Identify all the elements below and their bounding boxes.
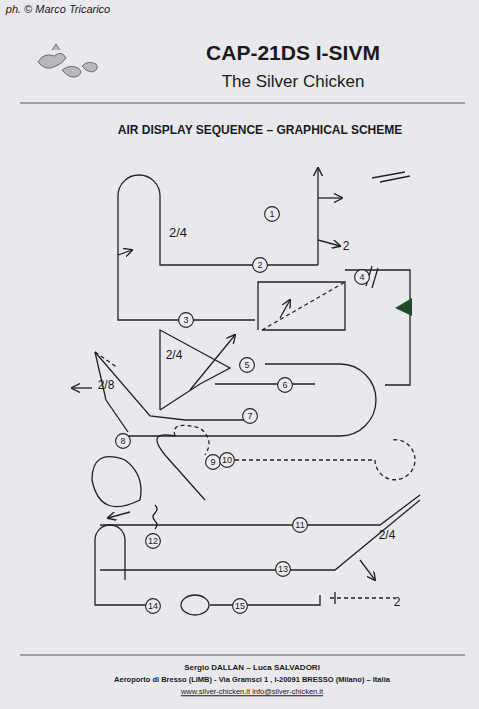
footer-rule [20, 655, 465, 656]
figure-number-text: 10 [222, 456, 232, 465]
circle-shape [253, 258, 268, 273]
figure-number: 7 [242, 408, 258, 424]
figure-number: 2 [252, 257, 268, 273]
subtitle: The Silver Chicken [222, 73, 365, 90]
figure-number-text: 7 [247, 412, 252, 421]
circle-shape [355, 270, 370, 285]
watermark: ph. © Marco Tricarico [6, 4, 110, 15]
figure-number: 12 [145, 533, 161, 549]
figure-number-text: 2 [257, 261, 262, 270]
figure-number-text: 1 [269, 210, 274, 219]
figure-number: 11 [292, 517, 308, 533]
circle-shape [206, 455, 221, 470]
chicken-illustration [38, 44, 97, 77]
circle-shape [243, 409, 258, 424]
circle-shape [240, 358, 255, 373]
figure-number: 15 [232, 598, 248, 614]
figure-number-text: 6 [282, 381, 287, 390]
figure-number-text: 12 [148, 537, 158, 546]
flight-path [72, 168, 420, 615]
header-rule [20, 103, 465, 104]
figure-number: 4 [354, 269, 370, 285]
circle-shape [278, 378, 293, 393]
figure-number: 6 [277, 377, 293, 393]
footer-address: Aeroporto di Bresso (LIMB) - Via Gramsci… [114, 676, 390, 684]
figure-number-text: 11 [295, 521, 304, 530]
figure-number-text: 14 [148, 602, 158, 611]
figure-number: 10 [219, 452, 235, 468]
wind-symbol [372, 172, 410, 182]
figure-number: 8 [115, 433, 131, 449]
figure-number: 5 [239, 357, 255, 373]
figure-number-text: 13 [278, 565, 288, 574]
figure-number: 14 [145, 598, 161, 614]
figure-note: 2/4 [166, 349, 183, 361]
circle-shape [293, 518, 308, 533]
figure-number-text: 4 [359, 273, 364, 282]
circle-shape [146, 599, 161, 614]
figure-note: 2/8 [98, 379, 115, 391]
figure-number: 9 [205, 454, 221, 470]
figure-number-text: 3 [183, 316, 188, 325]
section-heading: AIR DISPLAY SEQUENCE – GRAPHICAL SCHEME [118, 124, 403, 136]
figure-number-text: 15 [235, 602, 245, 611]
circle-shape [116, 434, 131, 449]
circle-shape [233, 599, 248, 614]
circle-shape [220, 453, 235, 468]
figure-number-text: 5 [244, 361, 249, 370]
figure-number: 1 [264, 206, 280, 222]
figure-note: 2 [343, 240, 350, 252]
figure-number-text: 9 [210, 458, 215, 467]
title: CAP-21DS I-SIVM [206, 42, 380, 63]
figure-number: 13 [275, 561, 291, 577]
figure-number-text: 8 [120, 437, 125, 446]
figure-note: 2/4 [169, 226, 187, 239]
green-flag [395, 298, 412, 316]
circle-shape [146, 534, 161, 549]
footer-authors: Sergio DALLAN – Luca SALVADORI [184, 664, 320, 672]
figure-number: 3 [178, 312, 194, 328]
figure-note: 2 [394, 596, 401, 608]
circle-shape [265, 207, 280, 222]
figure-note: 2/4 [379, 529, 396, 541]
footer-web: www.silver-chicken.it info@silver-chicke… [181, 688, 323, 696]
circle-shape [276, 562, 291, 577]
circle-shape [179, 313, 194, 328]
